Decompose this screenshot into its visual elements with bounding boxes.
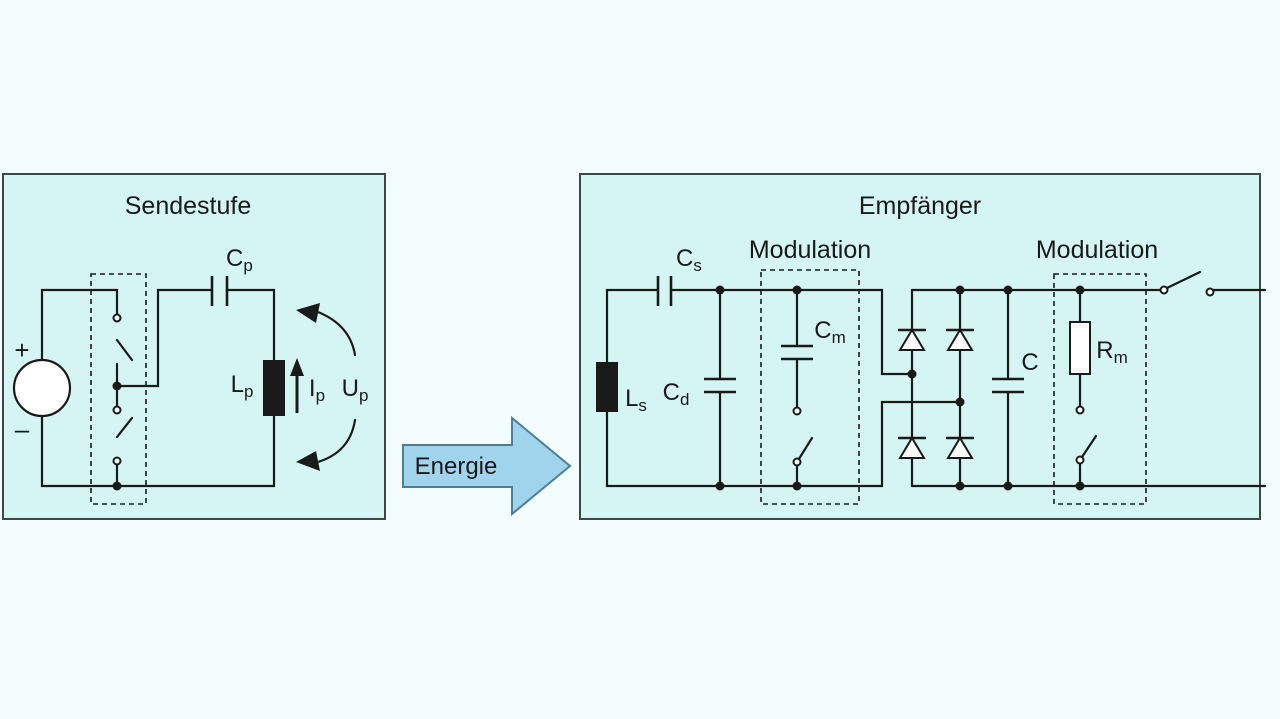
lower-switch-contact-top <box>112 405 122 415</box>
output-switch-contact-right <box>1205 287 1215 297</box>
bottom-junction-dot <box>112 481 122 491</box>
receiver-panel: Empfänger Modulation Modulation Ls Cs Cd… <box>579 173 1267 520</box>
transmitter-title: Sendestufe <box>125 192 252 220</box>
rm-switch-blade <box>1078 434 1098 462</box>
top-rail-left <box>670 288 914 376</box>
cm-top-dot <box>792 285 802 295</box>
transmitter-panel: Sendestufe + – Cp Lp Ip <box>2 173 386 520</box>
lp-label: Lp <box>231 371 254 401</box>
source-plus-label: + <box>14 335 29 365</box>
energy-arrow-shape <box>402 415 572 517</box>
cm-switch-blade <box>795 436 814 464</box>
energy-arrow-label: Energie <box>415 453 498 480</box>
cd-bottom-dot <box>715 481 725 491</box>
c-bottom-dot <box>1003 481 1013 491</box>
cm-switch-contact-top <box>792 406 802 416</box>
diode-icon <box>898 328 926 351</box>
lp-inductor-icon <box>263 360 285 416</box>
bottom-return-wire <box>40 414 276 488</box>
energy-arrow: Energie <box>402 415 572 517</box>
transmitter-panel-box <box>2 173 386 520</box>
ls-top-wire <box>605 288 659 364</box>
cm-label: Cm <box>814 317 846 347</box>
up-arrow-top-curve <box>316 310 357 357</box>
modulation-left-label: Modulation <box>749 236 871 264</box>
cp-label: Cp <box>226 245 253 275</box>
lower-switch-blade <box>115 416 134 439</box>
up-label: Up <box>342 375 369 405</box>
cd-top-dot <box>715 285 725 295</box>
ls-inductor-icon <box>596 362 618 412</box>
rm-bottom-dot <box>1075 481 1085 491</box>
output-switch-contact-left <box>1159 285 1169 295</box>
cs-label: Cs <box>676 245 702 275</box>
rm-switch-contact-bottom <box>1075 455 1085 465</box>
diode-icon <box>946 436 974 459</box>
bridge-bottom-dot <box>955 481 965 491</box>
rm-resistor-icon <box>1069 321 1091 375</box>
c-label: C <box>1021 349 1038 376</box>
modulation-right-label: Modulation <box>1036 236 1158 264</box>
cm-switch-contact-bottom <box>792 457 802 467</box>
switch-group-box <box>90 273 147 505</box>
output-switch-blade <box>1165 270 1202 290</box>
cm-bottom-dot <box>792 481 802 491</box>
voltage-source-icon <box>12 358 72 418</box>
rm-top-dot <box>1075 285 1085 295</box>
diode-icon <box>898 436 926 459</box>
diode-icon <box>946 328 974 351</box>
rm-switch-contact-top <box>1075 405 1085 415</box>
cap-to-inductor-wire <box>226 288 276 362</box>
lower-switch-contact-bottom <box>112 456 122 466</box>
source-minus-label: – <box>15 414 30 444</box>
upper-switch-contact-top <box>112 313 122 323</box>
ls-label: Ls <box>625 385 647 415</box>
up-arrow-bottom-curve <box>316 418 357 464</box>
modulation-left-box <box>760 269 860 505</box>
bridge-input-dot-b <box>955 397 965 407</box>
up-arrow-bottom-head <box>296 451 320 471</box>
receiver-title: Empfänger <box>859 192 981 220</box>
modulation-right-box <box>1053 273 1147 505</box>
up-arrow-top-head <box>296 303 320 323</box>
source-top-wire <box>40 288 119 362</box>
switch-to-cap-wire <box>115 288 213 388</box>
c-top-dot <box>1003 285 1013 295</box>
ip-arrow-head <box>290 358 304 376</box>
upper-switch-blade <box>115 338 134 362</box>
cd-label: Cd <box>663 379 690 409</box>
ip-label: Ip <box>309 375 325 405</box>
rm-label: Rm <box>1096 337 1128 367</box>
switch-junction-dot <box>112 381 122 391</box>
bridge-input-dot-a <box>907 369 917 379</box>
bottom-rail-left <box>605 400 962 488</box>
bridge-top-dot <box>955 285 965 295</box>
